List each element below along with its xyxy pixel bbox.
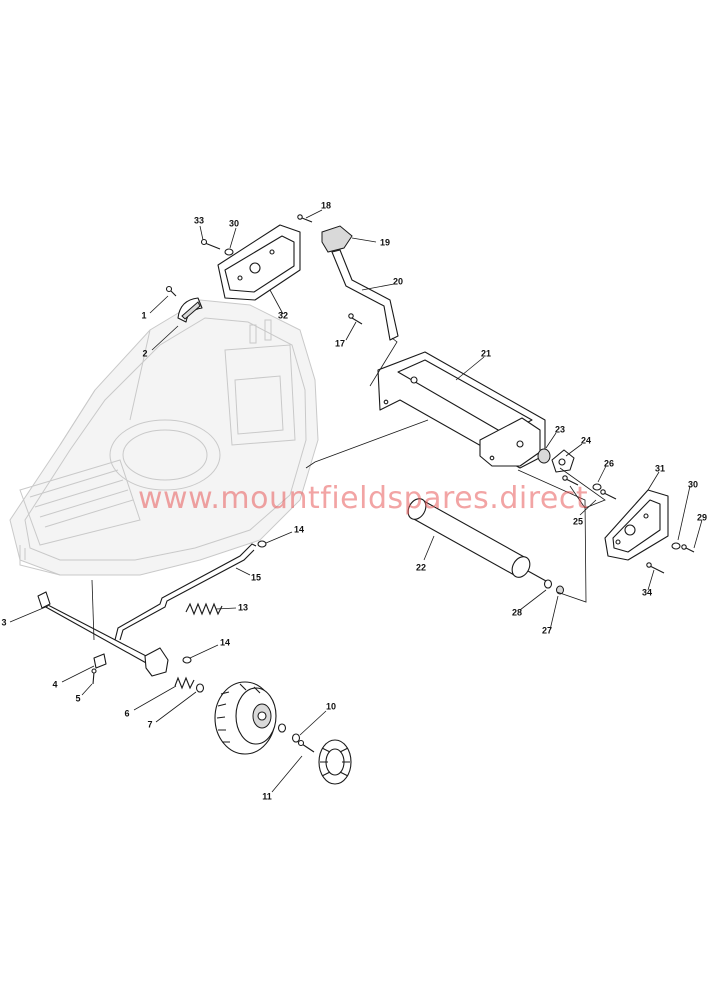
- callout-14-lower: 14: [220, 637, 230, 647]
- wheel: [214, 681, 277, 755]
- callout-7: 7: [147, 719, 152, 729]
- callout-leaders: [9, 209, 703, 793]
- washer-28: [543, 579, 553, 589]
- callout-17: 17: [335, 338, 345, 348]
- bearing-plate-24: [551, 449, 575, 473]
- callout-11: 11: [262, 791, 272, 801]
- callout-24: 24: [581, 435, 591, 445]
- callout-23: 23: [555, 424, 565, 434]
- gear-cover-right-31: [604, 489, 669, 561]
- callout-13: 13: [238, 602, 248, 612]
- callout-33: 33: [194, 215, 204, 225]
- washer-30-right: [671, 542, 681, 550]
- link-rod-15: [114, 543, 257, 641]
- callout-labels: 1 2 3 4 5 6 7 10 11 13 14 14 15 17 18 19…: [1, 200, 707, 801]
- callout-3: 3: [1, 617, 6, 627]
- washer-14-upper: [257, 540, 267, 548]
- washer-30-top: [224, 248, 234, 256]
- callout-19: 19: [380, 237, 390, 247]
- roller-bracket-21: [377, 351, 546, 469]
- screw-29: [681, 544, 695, 553]
- callout-15: 15: [251, 572, 261, 582]
- screw-5: [91, 668, 97, 685]
- washer-10b: [291, 733, 301, 743]
- clip-4: [93, 653, 107, 669]
- callout-18: 18: [321, 200, 331, 210]
- spring-6: [174, 676, 195, 690]
- assembly-guides: [91, 337, 606, 641]
- bushing-23: [537, 448, 551, 464]
- wheel-screw-11: [297, 739, 315, 753]
- callout-32: 32: [278, 310, 288, 320]
- screw-33: [200, 238, 221, 250]
- watermark: www.mountfieldspares.direct: [138, 481, 588, 516]
- gear-cover-left: [217, 224, 301, 301]
- screw-25b: [600, 489, 617, 500]
- callout-31: 31: [655, 463, 665, 473]
- callout-30-top: 30: [229, 218, 239, 228]
- screw-1: [165, 285, 177, 297]
- bush-27: [556, 585, 564, 595]
- callout-34: 34: [642, 587, 652, 597]
- callout-27: 27: [542, 625, 552, 635]
- callout-25: 25: [573, 516, 583, 526]
- adjuster-rod-3: [37, 591, 153, 665]
- callout-10: 10: [326, 701, 336, 711]
- callout-30-right: 30: [688, 479, 698, 489]
- screw-34: [646, 562, 665, 574]
- lever-arm-20: [331, 249, 399, 341]
- washer-14-lower: [182, 656, 192, 664]
- screw-18: [297, 214, 313, 223]
- washer-10a: [277, 723, 287, 733]
- callout-4: 4: [52, 679, 57, 689]
- washer-7: [195, 683, 205, 693]
- callout-21: 21: [481, 348, 491, 358]
- roller-22: [407, 498, 547, 582]
- hubcap: [318, 739, 352, 785]
- callout-28: 28: [512, 607, 522, 617]
- screw-17: [348, 313, 363, 325]
- callout-26: 26: [604, 458, 614, 468]
- callout-22: 22: [416, 562, 426, 572]
- bracket-6: [144, 647, 169, 677]
- clip-2: [177, 297, 203, 323]
- callout-2: 2: [142, 348, 147, 358]
- callout-14-upper: 14: [294, 524, 304, 534]
- callout-6: 6: [124, 708, 129, 718]
- callout-1: 1: [141, 310, 146, 320]
- washer-26: [592, 483, 602, 491]
- lever-knob-19: [321, 225, 353, 253]
- callout-29: 29: [697, 512, 707, 522]
- callout-20: 20: [393, 276, 403, 286]
- mower-deck-ghost: [9, 299, 319, 576]
- callout-5: 5: [75, 693, 80, 703]
- screw-25a: [562, 475, 579, 486]
